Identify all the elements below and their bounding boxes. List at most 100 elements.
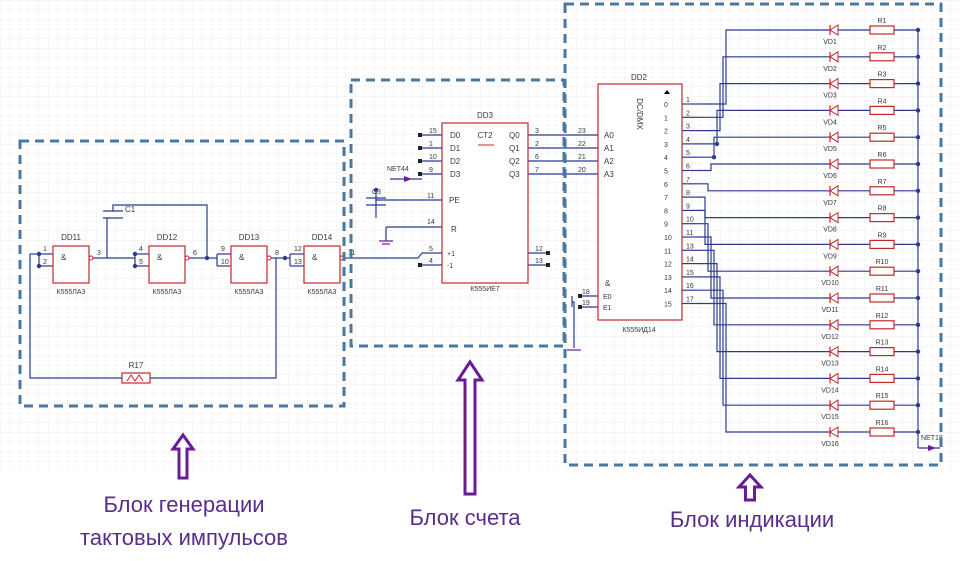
- led-label: VD6: [823, 173, 837, 180]
- gate-name: DD11: [61, 233, 81, 242]
- pin-number: 5: [429, 246, 433, 253]
- pin-number: 9: [429, 167, 433, 174]
- led-vd7: [829, 184, 839, 197]
- pin-number: 7: [686, 177, 690, 184]
- pin-number: 7: [535, 167, 539, 174]
- resistor-r17-zigzag: [126, 374, 144, 382]
- junction-dot: [915, 27, 921, 33]
- pin-terminal: [546, 263, 550, 267]
- junction-dot: [915, 215, 921, 220]
- inverter-bubble: [266, 255, 272, 261]
- led-feed-wire: [698, 249, 836, 326]
- decoder-out-label: 1: [664, 115, 668, 122]
- decoder-function: DC/DMX: [635, 98, 644, 130]
- pin-number: 4: [429, 258, 433, 265]
- pin-number: 6: [193, 250, 197, 257]
- junction-dot: [204, 255, 210, 261]
- cap-wire: [112, 204, 208, 258]
- counter-d-label: D2: [450, 157, 461, 166]
- pin-number: 15: [429, 128, 437, 135]
- led-feed-wire: [698, 223, 836, 272]
- pin-number: 3: [535, 128, 539, 135]
- junction-dot: [132, 251, 138, 257]
- led-feed-wire: [698, 136, 836, 158]
- decoder-out-label: 12: [664, 262, 672, 269]
- resistor-label: R8: [878, 206, 887, 213]
- pin-number: 13: [294, 259, 302, 266]
- decoder-out-label: 15: [664, 302, 672, 309]
- resistor-r14: [869, 373, 895, 383]
- pin-number: 1: [43, 246, 47, 253]
- led-vd12: [829, 318, 839, 331]
- resistor-label: R7: [878, 179, 887, 186]
- led-label: VD8: [823, 227, 837, 234]
- pin-terminal: [418, 263, 422, 267]
- led-label: VD5: [823, 146, 837, 153]
- generator-block-frame: [18, 139, 346, 408]
- decoder-out-label: 8: [664, 208, 668, 215]
- led-feed-wire: [698, 302, 836, 433]
- junction-dot: [373, 187, 379, 193]
- gate-symbol: &: [61, 253, 67, 262]
- indication-block-frame: [563, 2, 943, 467]
- pin-number: 14: [427, 219, 435, 226]
- resistor-r1: [869, 25, 895, 35]
- pin-number: 8: [275, 250, 279, 257]
- decoder-out-label: 2: [664, 129, 668, 136]
- decoder-out-label: 13: [664, 275, 672, 282]
- led-vd14: [829, 372, 839, 385]
- decoder-en-label: E0: [603, 294, 612, 301]
- junction-dot: [915, 161, 921, 167]
- resistor-r12: [869, 320, 895, 330]
- pin-terminal: [418, 133, 422, 137]
- counter-clk-label: -1: [447, 263, 453, 270]
- resistor-label: R2: [878, 45, 887, 52]
- junction-dot: [915, 188, 921, 193]
- pin-number: 3: [97, 250, 101, 257]
- decoder-out-label: 9: [664, 222, 668, 229]
- counter-up-arrow: [455, 359, 485, 496]
- feedback-wire: [150, 258, 277, 379]
- inverter-bubble: [88, 255, 94, 261]
- junction-dot: [915, 135, 921, 140]
- led-vd8: [829, 211, 839, 224]
- junction-dot: [711, 155, 717, 160]
- junction-dot: [915, 108, 921, 113]
- junction-dot: [915, 403, 921, 408]
- pin-number: 9: [686, 203, 690, 210]
- resistor-r10: [869, 266, 895, 276]
- pin-terminal: [418, 146, 422, 150]
- led-feed-wire: [698, 209, 836, 245]
- pin-number: 2: [686, 110, 690, 117]
- pin-number: 16: [686, 283, 694, 290]
- led-label: VD13: [821, 361, 839, 368]
- decoder-en-symbol: &: [605, 279, 611, 288]
- pin-number: 17: [686, 297, 694, 304]
- gate-name: DD13: [239, 233, 260, 242]
- pin-number: 1: [429, 141, 433, 148]
- nand-gate-dd13: [230, 245, 268, 284]
- junction-dot: [915, 349, 921, 354]
- resistor-r17: [121, 372, 151, 384]
- gate-type: К555ЛА3: [308, 289, 337, 296]
- decoder-out-label: 3: [664, 142, 668, 149]
- resistor-label: R13: [876, 340, 889, 347]
- nand-gate-dd14: [303, 245, 341, 284]
- inverter-bubble: [184, 255, 190, 261]
- pin-number: 12: [535, 246, 543, 253]
- gate-name: DD14: [312, 233, 333, 242]
- generator-up-arrow: [170, 432, 196, 480]
- junction-dot: [282, 255, 288, 261]
- pin-number: 13: [535, 258, 543, 265]
- resistor-label: R12: [876, 313, 889, 320]
- resistor-label: R10: [876, 259, 889, 266]
- led-label: VD3: [823, 93, 837, 100]
- counter-clk-label: +1: [447, 251, 455, 258]
- resistor-r7: [869, 186, 895, 196]
- led-feed-wire: [698, 29, 836, 105]
- counter-block-title: Блок счета: [409, 505, 521, 530]
- pin-number: 4: [686, 137, 690, 144]
- pin-number: 10: [429, 154, 437, 161]
- junction-dot: [132, 263, 138, 269]
- pin-number: 20: [578, 167, 586, 174]
